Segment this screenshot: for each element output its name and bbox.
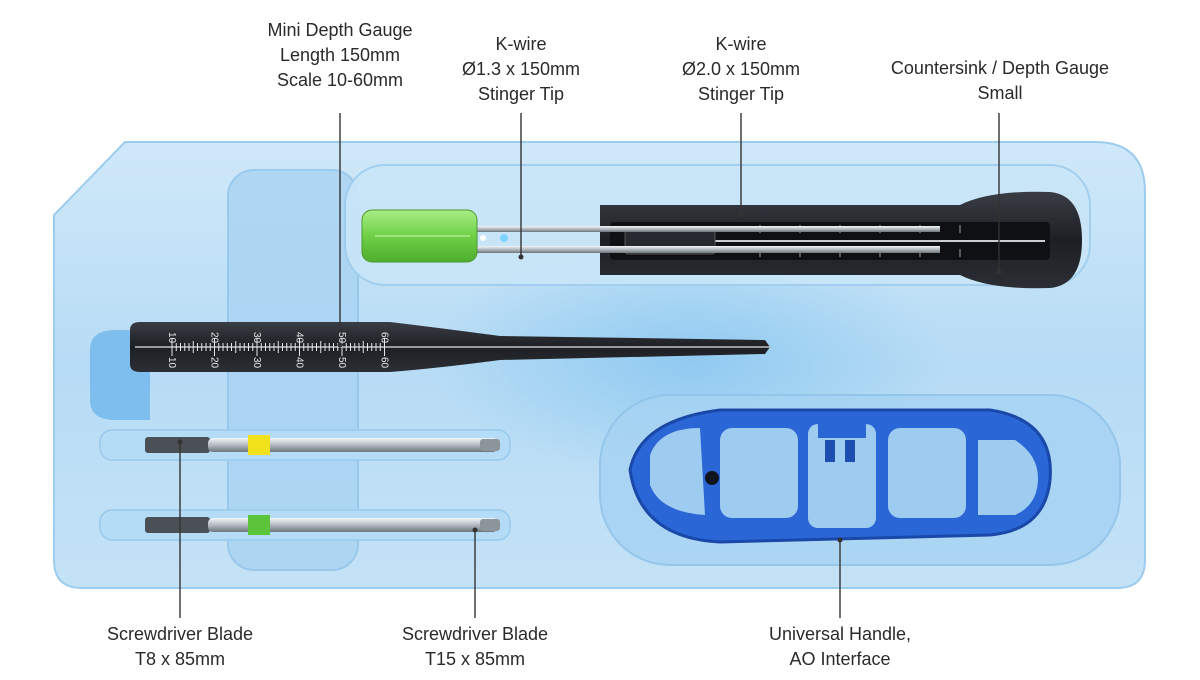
label-kwire-20: K-wire Ø2.0 x 150mm Stinger Tip <box>681 34 801 104</box>
label-universal-handle: Universal Handle, AO Interface <box>768 624 912 669</box>
label-countersink: Countersink / Depth Gauge Small <box>890 58 1110 103</box>
label-screwdriver-t8: Screwdriver Blade T8 x 85mm <box>106 624 254 669</box>
screwdriver-t15 <box>145 515 500 535</box>
kwire-2-shaft <box>470 246 940 253</box>
gauge-scale-number-bottom: 10 <box>166 357 177 369</box>
gauge-scale-number-bottom: 50 <box>336 357 347 369</box>
gauge-scale-number-top: 10 <box>166 332 177 344</box>
gauge-scale-number-top: 40 <box>294 332 305 344</box>
gauge-scale-number-bottom: 60 <box>379 357 390 369</box>
gauge-scale-number-top: 50 <box>336 332 347 344</box>
screwdriver-t8 <box>145 435 500 455</box>
gauge-scale-number-top: 30 <box>251 332 262 344</box>
kwire-1-shaft <box>470 226 940 232</box>
gauge-scale-number-top: 60 <box>379 332 390 344</box>
label-screwdriver-t15: Screwdriver Blade T15 x 85mm <box>401 624 549 669</box>
gauge-scale-number-top: 20 <box>209 332 220 344</box>
gauge-scale-number-bottom: 40 <box>294 357 305 369</box>
label-kwire-13: K-wire Ø1.3 x 150mm Stinger Tip <box>461 34 581 104</box>
universal-handle <box>628 408 1052 544</box>
label-mini-depth-gauge: Mini Depth Gauge Length 150mm Scale 10-6… <box>267 20 413 90</box>
gauge-scale-number-bottom: 20 <box>209 357 220 369</box>
gauge-scale-number-bottom: 30 <box>251 357 262 369</box>
